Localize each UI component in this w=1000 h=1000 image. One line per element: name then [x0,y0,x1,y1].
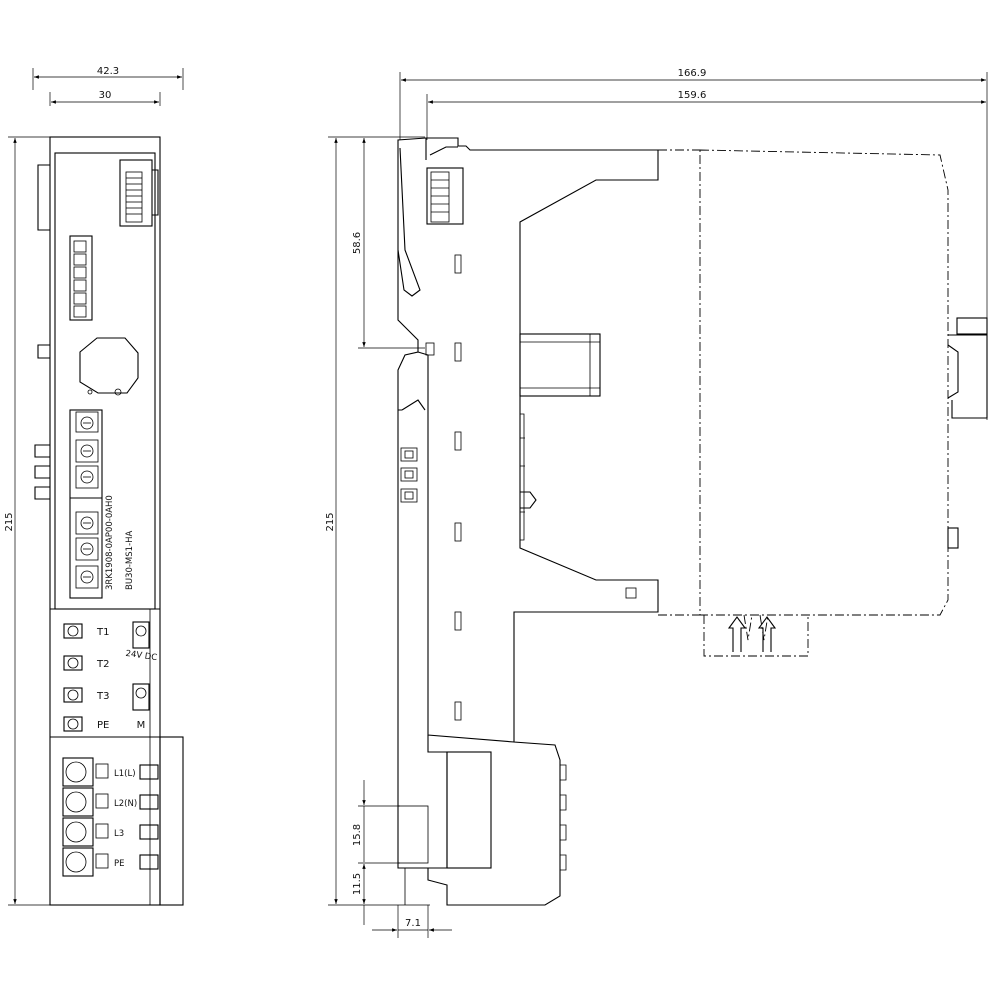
signal-terminal-block [69,235,93,321]
rear-bracket [947,317,988,549]
din-rail [519,333,601,397]
dim-rail-top: 58.6 [352,138,425,349]
front-lower-body [159,736,184,906]
dim-overall-depth-label: 166.9 [678,68,707,79]
arrow-up-right [757,616,777,652]
terminal-label-pe-upper: PE [97,720,109,731]
mains-terminals: L1(L) L2(N) L3 PE [62,757,159,877]
dim-foot-offset-label: 7.1 [405,918,421,929]
dim-depth-label: 159.6 [678,90,707,101]
control-terminals: T1 T2 T3 PE 24V DC M [63,621,158,732]
lower-connector [446,751,492,869]
part-number-base: BU30-MS1-HA [125,530,135,590]
dim-side-height-label: 215 [325,512,336,531]
terminal-label-m: M [137,720,146,731]
dim-front-height-label: 215 [4,512,15,531]
terminal-label-24v: 24V DC [125,649,158,663]
side-base-outline [397,137,659,906]
bus-connector [119,159,159,227]
terminal-label-t2: T2 [96,659,109,670]
side-view: 166.9 159.6 215 58.6 15.8 [325,68,988,938]
terminal-label-l2: L2(N) [114,799,137,809]
dim-depth: 159.6 [426,90,986,140]
arrow-up-left [727,616,747,652]
dim-bottom-block: 15.8 [352,780,400,864]
dim-bottom-offset: 11.5 [352,864,366,925]
dim-front-height: 215 [4,136,50,906]
part-number-primary: 3RK1908-0AP00-0AH0 [105,495,115,590]
side-bus-connector [426,167,464,225]
front-housing [49,136,161,906]
terminal-label-l3: L3 [114,829,124,839]
terminal-label-l1: L1(L) [114,769,136,779]
terminal-label-pe-lower: PE [114,859,125,869]
dim-overall-depth: 166.9 [399,68,988,420]
front-view: 42.3 30 215 [4,66,184,906]
dim-rail-top-label: 58.6 [352,232,363,254]
vent-slots [400,254,637,721]
dim-overall-width: 42.3 [32,66,184,90]
dim-overall-width-label: 42.3 [97,66,119,77]
dim-housing-width: 30 [49,90,161,106]
starter-module-outline [658,149,949,657]
rotary-switch [79,337,139,396]
dim-side-height: 215 [325,136,430,906]
dim-foot-offset: 7.1 [372,905,452,938]
power-terminal-block [69,409,103,599]
dim-housing-width-label: 30 [99,90,112,101]
dim-bottom-offset-label: 11.5 [352,873,363,895]
terminal-label-t3: T3 [96,691,109,702]
terminal-label-t1: T1 [96,627,109,638]
dim-bottom-block-label: 15.8 [352,824,363,846]
